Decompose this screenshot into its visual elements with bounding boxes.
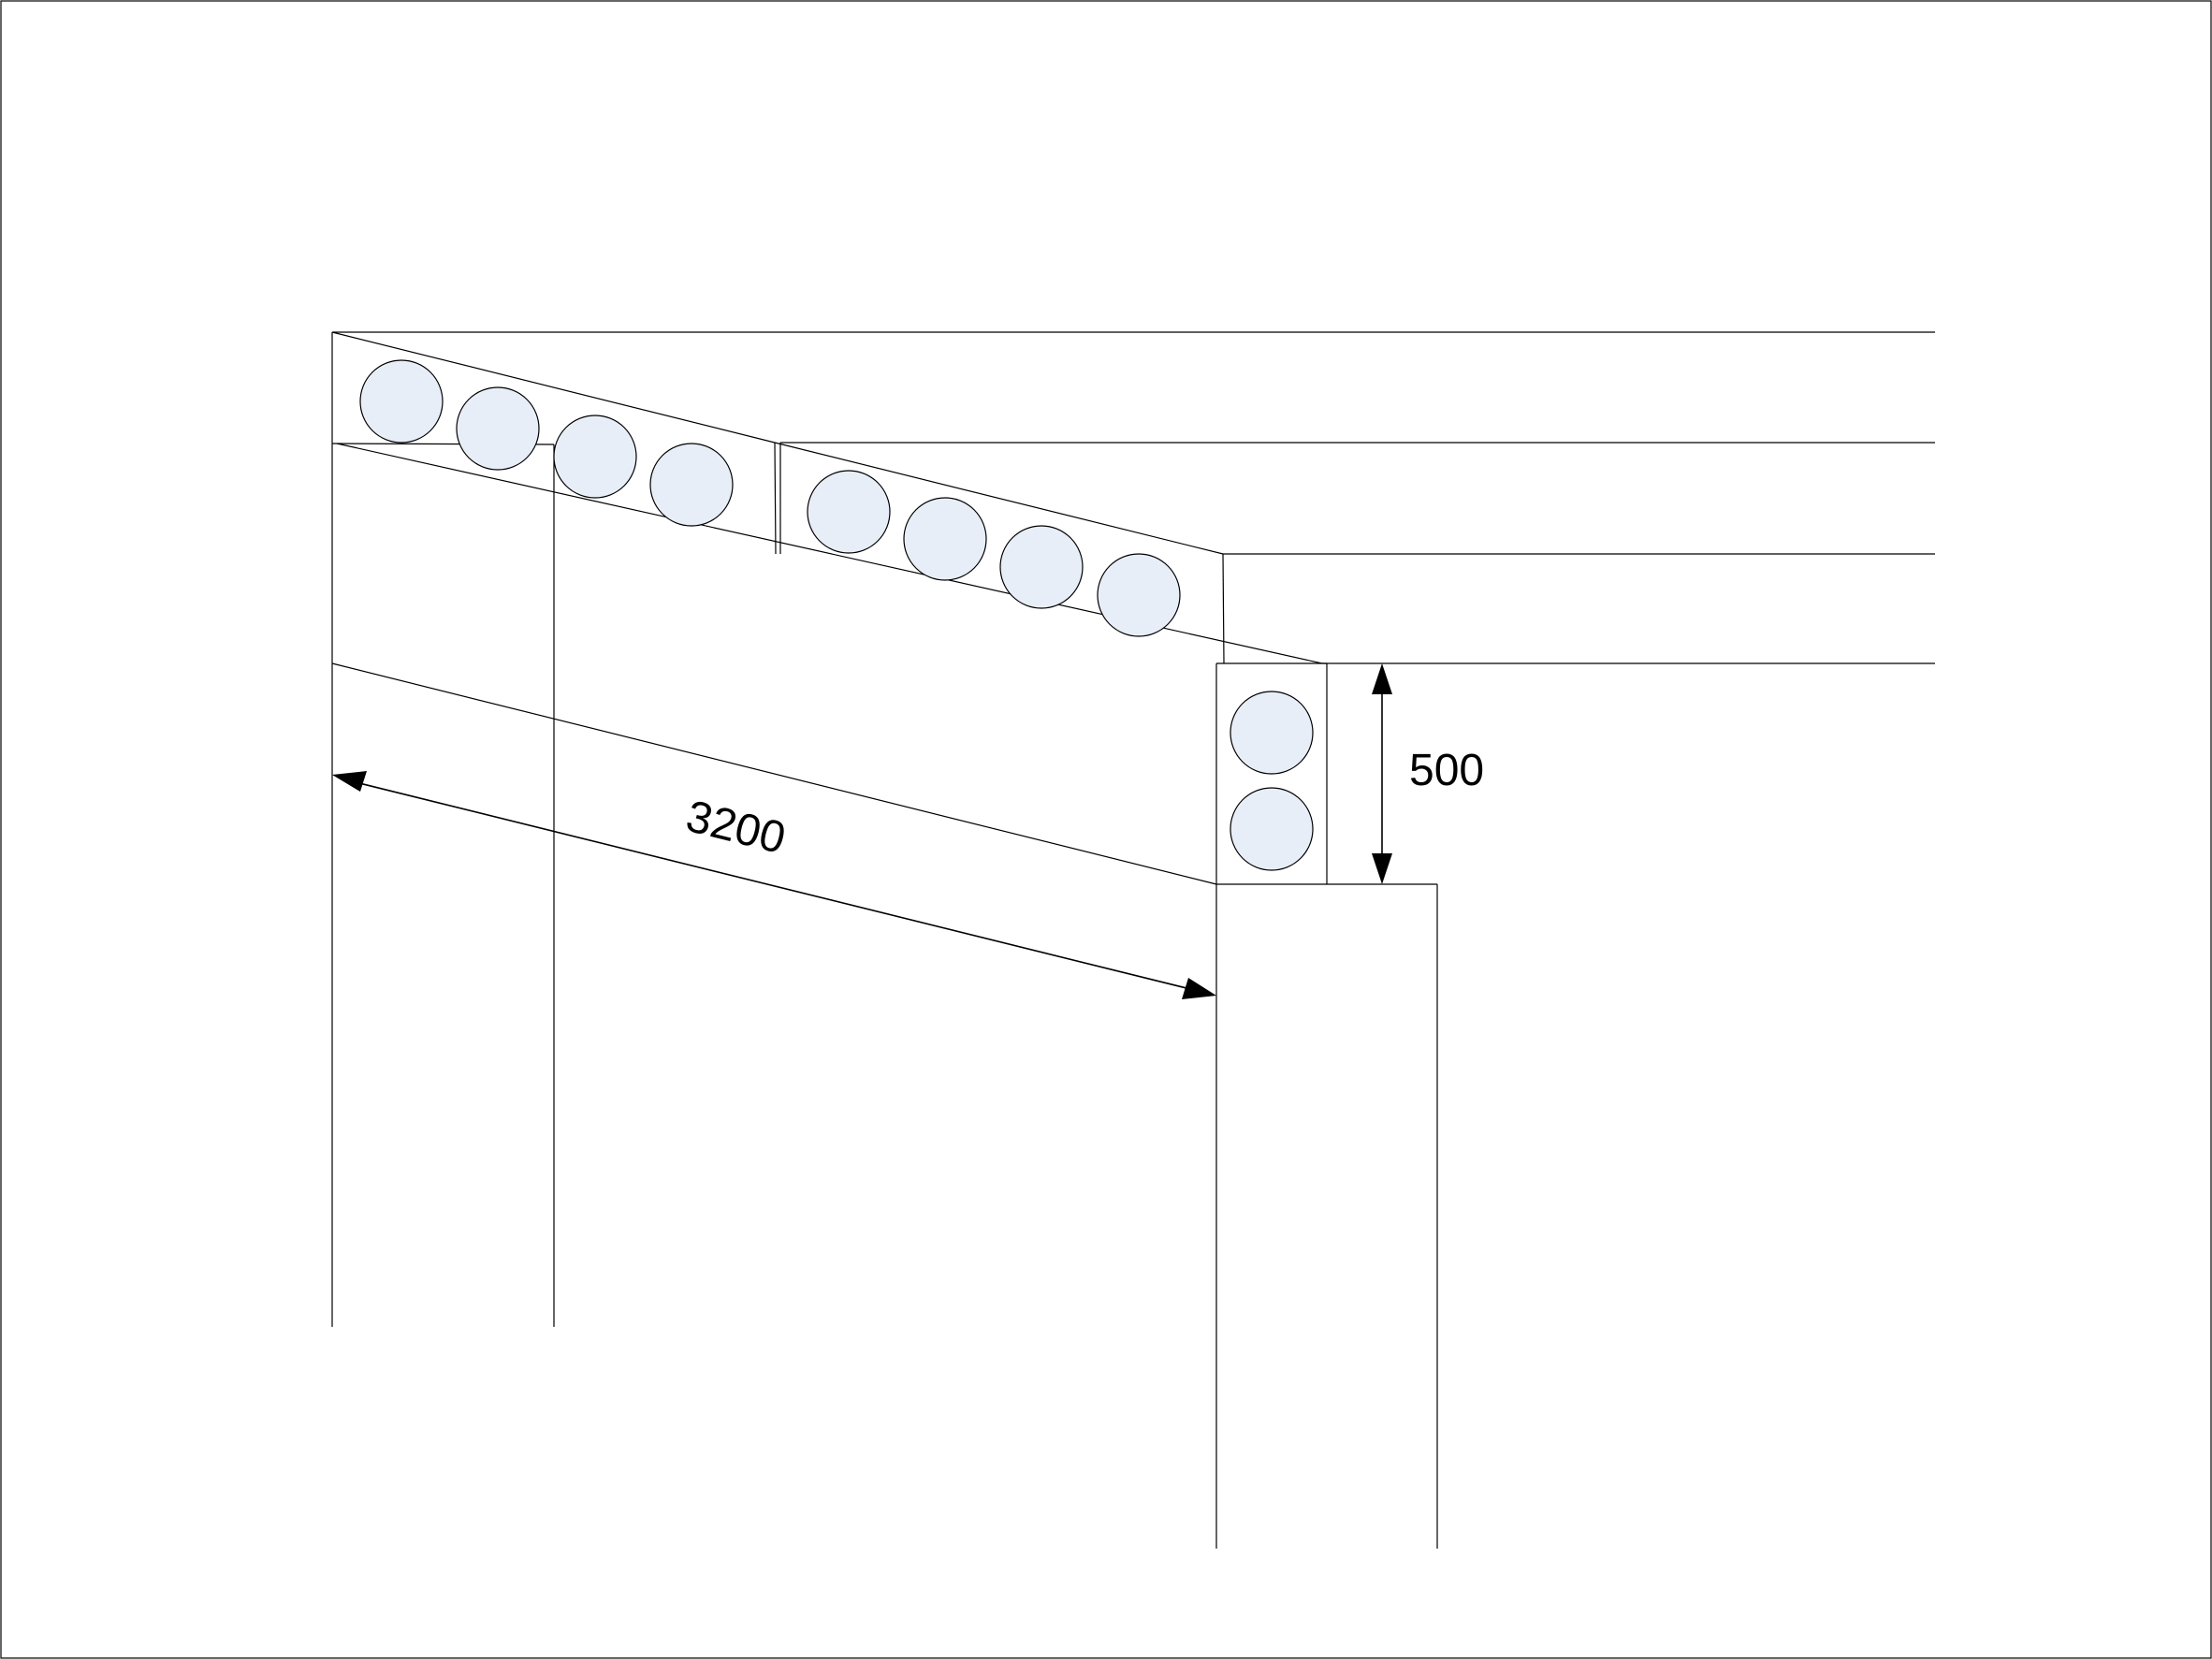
arrowhead-up	[1372, 663, 1392, 694]
rebar	[1230, 787, 1314, 871]
rebar	[649, 443, 734, 527]
span-dimension: 3200	[332, 771, 1216, 999]
arrowhead-right	[1182, 978, 1216, 999]
rebar	[553, 415, 637, 499]
arrowhead-left	[332, 771, 367, 792]
rebar	[456, 386, 540, 471]
reinforcement-bars	[359, 359, 1314, 871]
rebar	[1230, 691, 1314, 775]
span-dimension-label: 3200	[681, 792, 790, 864]
left-column	[331, 332, 555, 1327]
rebar	[359, 359, 444, 444]
rebar	[999, 525, 1084, 609]
edge-beam	[1215, 662, 1438, 1549]
rebar	[1097, 553, 1181, 637]
rebar	[807, 470, 891, 554]
depth-dimension: 500	[1372, 663, 1484, 884]
rebar	[903, 497, 987, 581]
sloped-slab	[331, 331, 1323, 885]
depth-dimension-label: 500	[1409, 746, 1484, 795]
horizontal-floor-lines	[332, 331, 1935, 664]
arrowhead-down	[1372, 853, 1392, 884]
